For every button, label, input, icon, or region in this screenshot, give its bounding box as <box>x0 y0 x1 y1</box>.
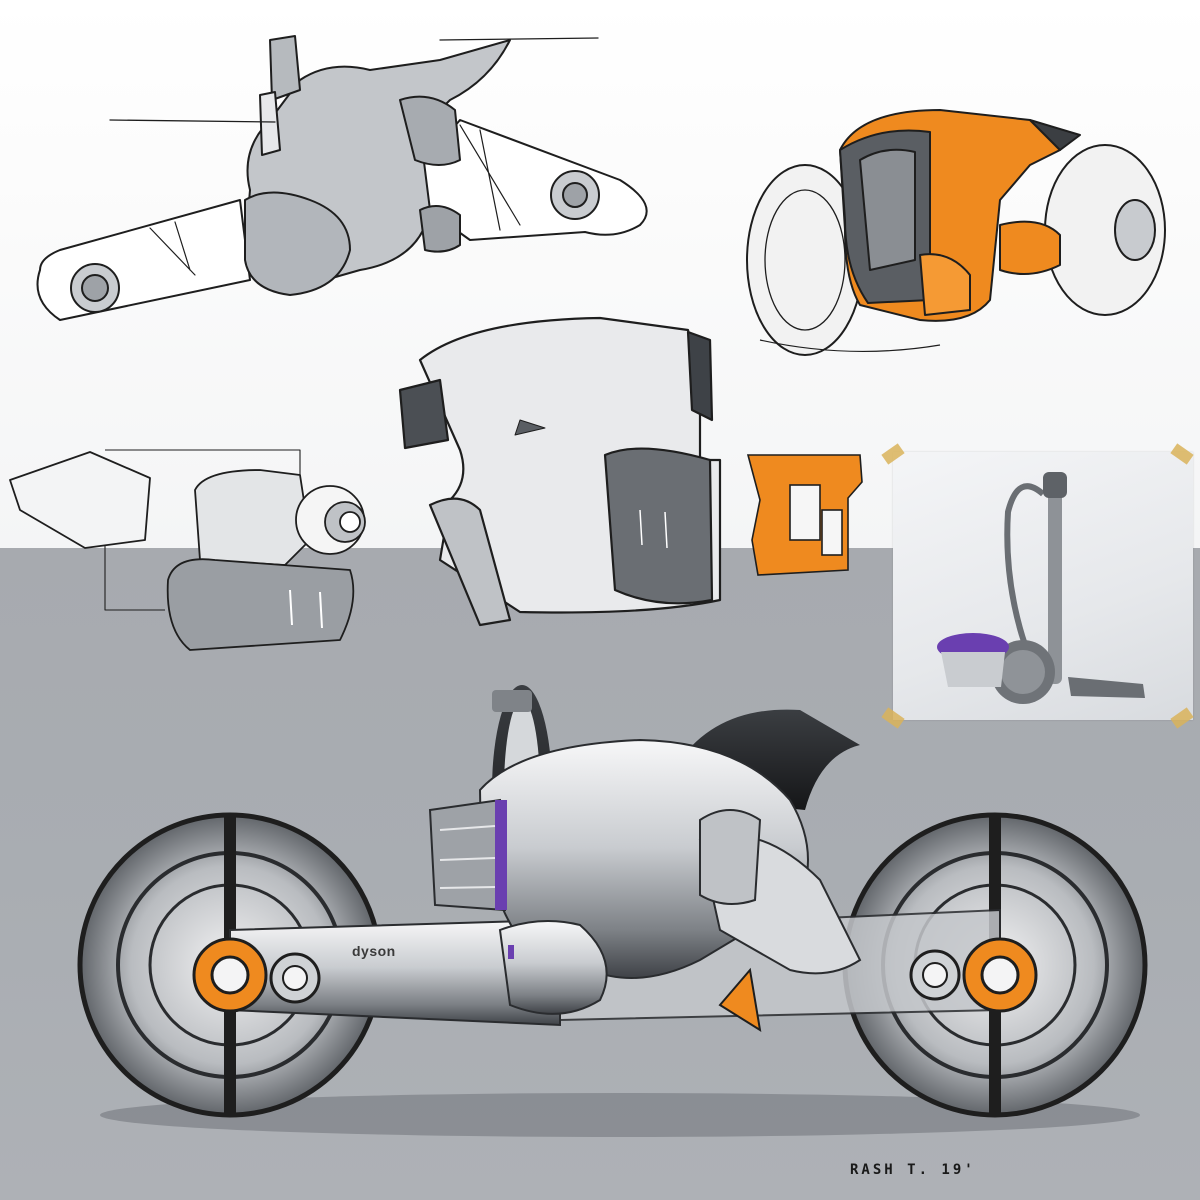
exploded-parts-sketch <box>9 449 366 651</box>
cyclone-canister <box>428 798 507 912</box>
orange-concept-sketch <box>746 109 1166 356</box>
purple-accent <box>508 945 514 959</box>
dyson-logo: dyson <box>352 943 396 959</box>
chest-panel <box>699 809 762 905</box>
rear-hub <box>192 937 321 1013</box>
orange-part-sketch <box>746 454 863 576</box>
vacuum-reference-photo <box>893 452 1193 720</box>
orange-light <box>718 967 762 1033</box>
lower-tank <box>498 920 608 1015</box>
vacuum-illustration <box>937 472 1145 704</box>
artist-signature: RASH T. 19' <box>850 1162 976 1178</box>
ground-shadow <box>100 1093 1140 1137</box>
chrome-engine-sketch <box>398 316 722 627</box>
line-sketch-top-view <box>36 35 648 321</box>
front-hub <box>909 937 1038 1013</box>
